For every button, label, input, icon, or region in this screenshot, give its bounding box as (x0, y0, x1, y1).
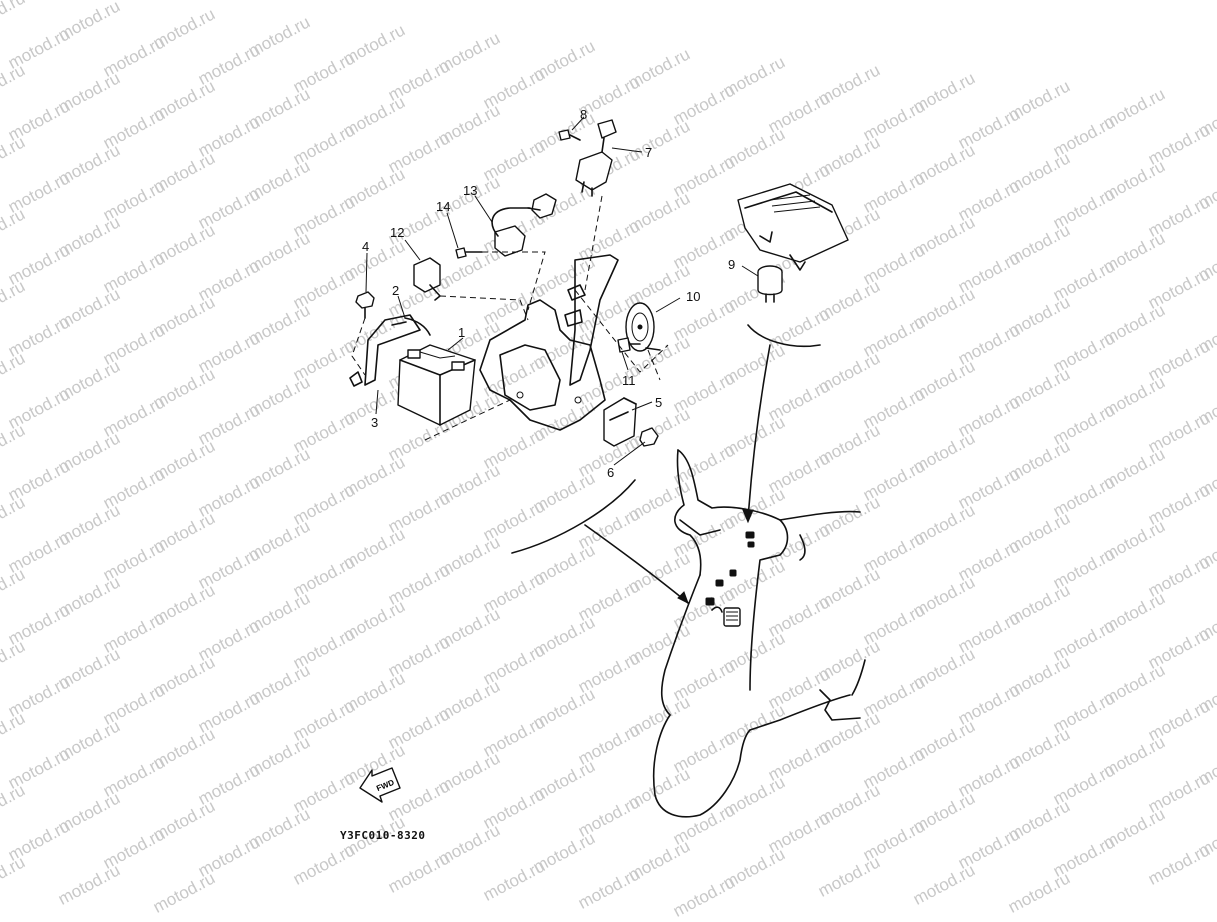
callout-7: 7 (645, 145, 653, 160)
callout-1: 1 (458, 325, 466, 340)
callout-13: 13 (463, 183, 478, 198)
callout-4: 4 (362, 239, 370, 254)
switch-7 (575, 119, 617, 197)
fwd-arrow-icon: FWD (359, 767, 401, 803)
callout-3: 3 (371, 415, 379, 430)
callout-leaders (365, 116, 759, 466)
callout-2: 2 (392, 283, 400, 298)
screw-8 (558, 129, 581, 141)
callout-11: 11 (622, 373, 636, 388)
scooter-body-outline (652, 449, 866, 818)
battery (397, 344, 476, 426)
horn-10 (625, 302, 661, 352)
callout-5: 5 (655, 395, 663, 410)
relay-12 (413, 257, 441, 301)
diagram-code: Y3FC010-8320 (340, 829, 426, 842)
assembly-lines (351, 195, 669, 441)
callout-9: 9 (728, 257, 736, 272)
bolt-6 (639, 427, 659, 447)
location-arrows (511, 324, 821, 605)
cdi-unit (737, 183, 849, 271)
battery-bracket (479, 254, 619, 431)
battery-band (349, 314, 431, 387)
callout-10: 10 (686, 289, 701, 304)
bolt-14 (455, 247, 483, 259)
callout-6: 6 (607, 465, 615, 480)
callout-12: 12 (390, 225, 405, 240)
callout-8: 8 (580, 107, 588, 122)
relay-9 (757, 265, 783, 303)
callout-14: 14 (436, 199, 451, 214)
rectifier-5 (603, 397, 637, 447)
ignition-coil-13 (491, 193, 557, 257)
bolt-4 (355, 291, 375, 319)
